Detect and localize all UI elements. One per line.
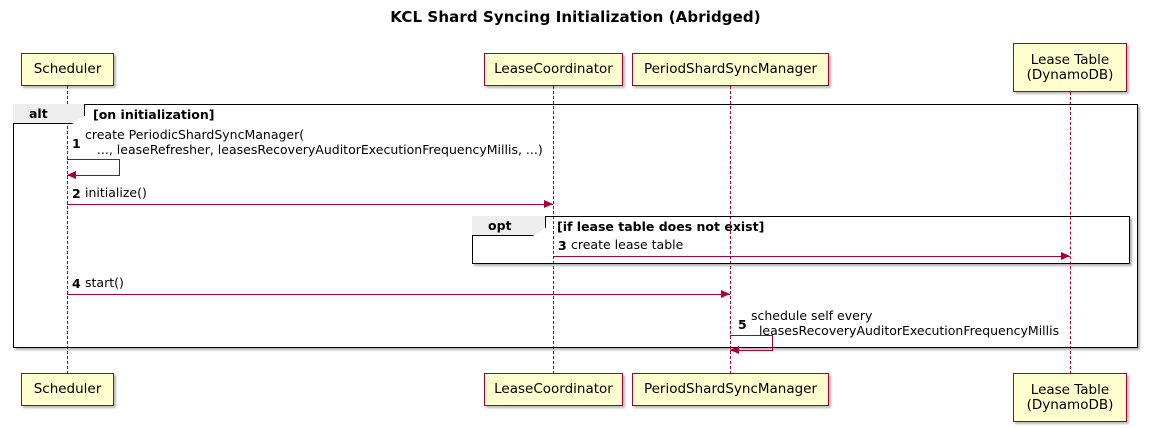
participant-period-shard-sync-manager-bottom[interactable]: PeriodShardSyncManager	[632, 373, 829, 406]
message-3-label: create lease table	[571, 237, 684, 252]
participant-lease-coordinator-bottom[interactable]: LeaseCoordinator	[484, 373, 623, 406]
fragment-opt-guard: [if lease table does not exist]	[557, 219, 765, 234]
diagram-title: KCL Shard Syncing Initialization (Abridg…	[390, 8, 761, 26]
fragment-alt-guard: [on initialization]	[93, 107, 215, 122]
message-2-arrowhead	[544, 200, 553, 208]
fragment-opt	[472, 216, 1130, 264]
message-2-label: initialize()	[85, 185, 147, 200]
participant-scheduler-bottom[interactable]: Scheduler	[21, 373, 114, 406]
lifeline-lease-coordinator	[553, 86, 554, 374]
message-5-label: schedule self every leasesRecoveryAudito…	[751, 308, 1060, 338]
message-4-label: start()	[85, 275, 124, 290]
participant-lease-coordinator-top[interactable]: LeaseCoordinator	[484, 53, 623, 86]
message-2-number: 2	[72, 186, 81, 201]
lifeline-lease-table	[1070, 92, 1071, 374]
message-1-number: 1	[72, 136, 81, 151]
message-3-number: 3	[558, 238, 567, 253]
lifeline-scheduler	[67, 86, 68, 374]
message-4-line	[67, 294, 730, 295]
message-4-arrowhead	[721, 290, 730, 298]
participant-lease-table-top[interactable]: Lease Table (DynamoDB)	[1013, 43, 1127, 92]
message-5-number: 5	[738, 317, 747, 332]
message-2-line	[67, 204, 553, 205]
fragment-alt-operator-tab: alt	[13, 104, 85, 124]
lifeline-period-shard-sync-manager	[730, 86, 731, 374]
message-3-line	[553, 256, 1070, 257]
message-1-self-bracket	[67, 159, 120, 176]
fragment-alt	[13, 104, 1138, 348]
fragment-alt-operator-label: alt	[29, 106, 48, 121]
fragment-opt-operator-tab: opt	[472, 216, 546, 236]
message-3-arrowhead	[1061, 252, 1070, 260]
fragment-opt-operator-label: opt	[488, 218, 512, 233]
message-4-number: 4	[72, 276, 81, 291]
participant-lease-table-bottom[interactable]: Lease Table (DynamoDB)	[1013, 373, 1127, 422]
message-1-arrowhead	[67, 171, 76, 179]
participant-period-shard-sync-manager-top[interactable]: PeriodShardSyncManager	[632, 53, 829, 86]
participant-scheduler-top[interactable]: Scheduler	[21, 53, 114, 86]
message-5-self-bracket	[730, 335, 773, 351]
message-5-arrowhead	[730, 346, 739, 354]
message-1-label: create PeriodicShardSyncManager( ..., le…	[85, 127, 543, 157]
